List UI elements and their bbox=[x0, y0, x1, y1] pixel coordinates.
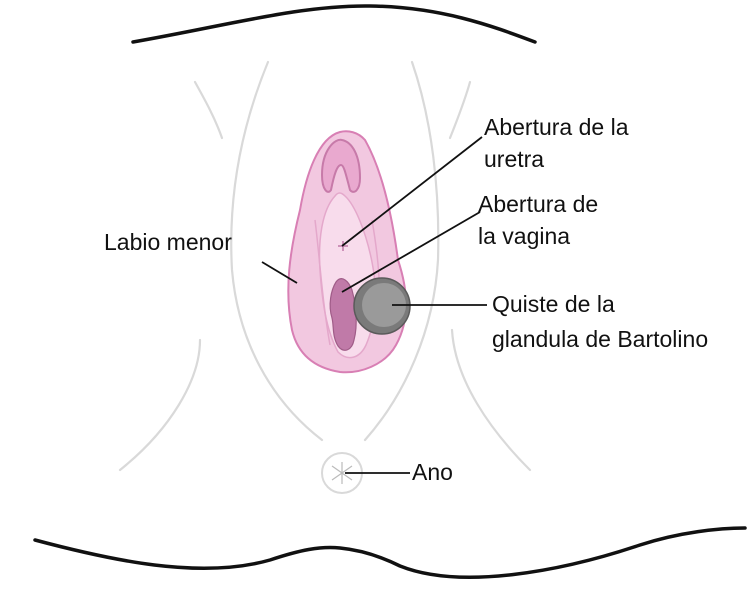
inner-fold-left bbox=[314, 219, 331, 346]
label-vagina-line1: Abertura de bbox=[478, 191, 598, 217]
right-outer-contour bbox=[450, 328, 532, 472]
leader-labia bbox=[261, 261, 298, 284]
label-urethra: Abertura de la uretra bbox=[484, 114, 635, 172]
label-labia: Labio menor bbox=[104, 229, 232, 255]
label-cyst: Quiste de la glandula de Bartolino bbox=[492, 291, 708, 352]
label-anus: Ano bbox=[412, 459, 453, 485]
label-vagina: Abertura de la vagina bbox=[478, 191, 605, 249]
label-vagina-line2: la vagina bbox=[478, 223, 570, 249]
abdomen-outline bbox=[131, 4, 537, 44]
clitoral-hood bbox=[320, 138, 362, 193]
right-groin-contour bbox=[448, 80, 472, 140]
label-urethra-line2: uretra bbox=[484, 146, 544, 172]
label-cyst-line2: glandula de Bartolino bbox=[492, 326, 708, 352]
left-outer-contour bbox=[118, 338, 202, 472]
vaginal-opening bbox=[329, 278, 357, 351]
leader-vagina bbox=[341, 211, 481, 293]
left-thigh-contour bbox=[230, 60, 324, 442]
label-cyst-line1: Quiste de la bbox=[492, 291, 615, 317]
label-urethra-line1: Abertura de la bbox=[484, 114, 629, 140]
buttocks-outline bbox=[33, 526, 747, 579]
left-groin-contour bbox=[193, 80, 224, 140]
right-thigh-contour bbox=[363, 60, 440, 442]
leader-urethra bbox=[341, 136, 483, 247]
bartholin-cyst-highlight bbox=[362, 283, 406, 327]
